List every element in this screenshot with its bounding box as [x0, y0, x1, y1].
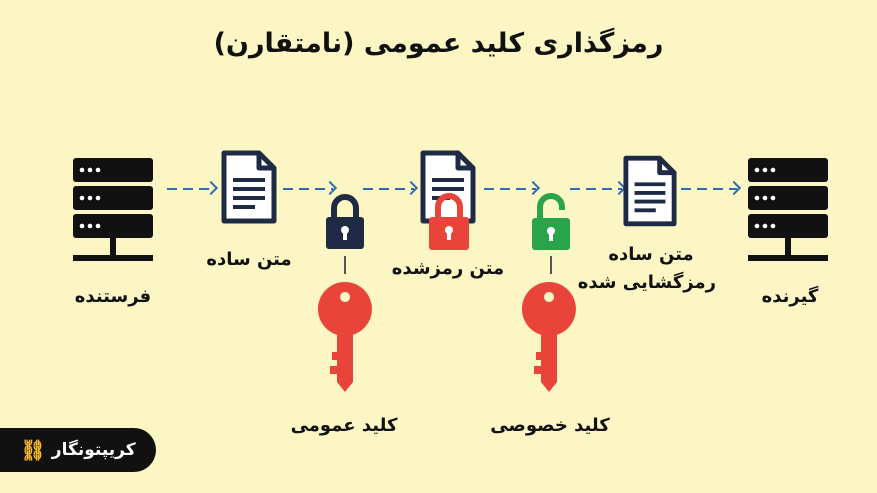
- private-key-icon: [521, 282, 576, 392]
- chain-link-icon: ⛓: [20, 438, 46, 462]
- plaintext-document-icon: [221, 150, 277, 224]
- flow-arrow-5: [570, 188, 622, 190]
- public-connector-line: [344, 256, 346, 274]
- public-key-icon: [317, 282, 372, 392]
- plaintext-label: متن ساده: [206, 249, 292, 270]
- public-key-label: کلید عمومی: [290, 415, 398, 436]
- public-lock-icon: [326, 194, 364, 249]
- private-key-label: کلید خصوصی: [490, 415, 610, 436]
- encrypted-lock-icon: [429, 193, 469, 250]
- receiver-label: گیرنده: [761, 286, 819, 307]
- private-connector-line: [550, 256, 552, 274]
- flow-arrow-6: [681, 188, 737, 190]
- brand-name: کریپتونگار: [51, 440, 136, 460]
- brand-badge[interactable]: کریپتونگار ⛓: [0, 428, 156, 472]
- decrypted-label-line1: متن ساده: [608, 244, 694, 265]
- decrypted-document-icon: [623, 155, 677, 227]
- diagram-title: رمزگذاری کلید عمومی (نامتقارن): [213, 28, 664, 59]
- open-lock-icon: [532, 193, 570, 250]
- sender-label: فرستنده: [74, 286, 152, 307]
- flow-arrow-3: [363, 188, 414, 190]
- ciphertext-label: متن رمزشده: [391, 258, 505, 279]
- flow-arrow-4: [484, 188, 536, 190]
- sender-server-icon: [73, 158, 153, 261]
- receiver-server-icon: [748, 158, 828, 261]
- flow-arrow-2: [283, 188, 333, 190]
- flow-arrow-1: [167, 188, 214, 190]
- decrypted-label-line2: رمزگشایی شده: [577, 272, 716, 293]
